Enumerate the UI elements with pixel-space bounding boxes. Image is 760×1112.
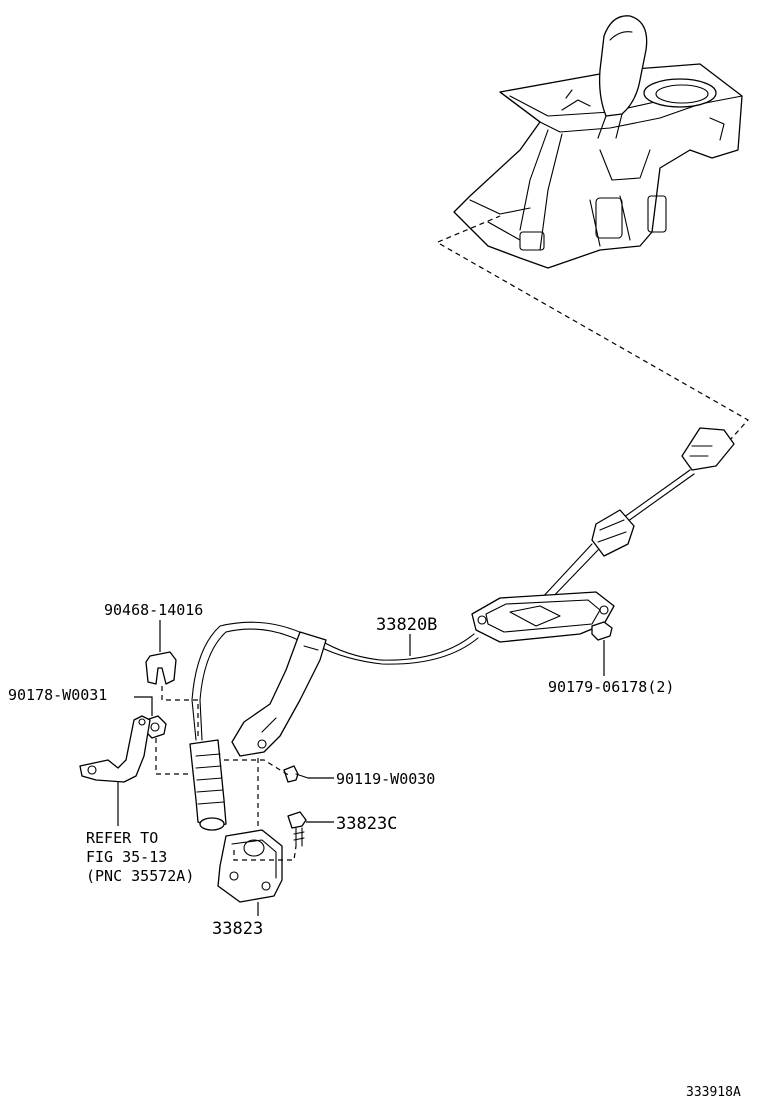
bolt-33823C bbox=[287, 811, 307, 847]
support-bracket bbox=[79, 715, 151, 783]
leader-lines bbox=[117, 620, 605, 916]
refer-line-1: REFER TO bbox=[86, 829, 158, 847]
assembly-lines bbox=[155, 686, 297, 861]
label-90468-14016: 90468-14016 bbox=[104, 601, 203, 619]
clip-90468-14016 bbox=[145, 651, 177, 685]
connection-line bbox=[437, 215, 501, 243]
transmission-cable bbox=[189, 621, 479, 831]
label-90179-06178: 90179-06178(2) bbox=[548, 678, 674, 696]
label-33823: 33823 bbox=[212, 919, 263, 939]
label-33820B: 33820B bbox=[376, 615, 437, 635]
shift-lever-assembly bbox=[453, 15, 743, 269]
refer-line-3: (PNC 35572A) bbox=[86, 867, 194, 885]
refer-line-2: FIG 35-13 bbox=[86, 848, 167, 866]
connection-line bbox=[439, 243, 749, 441]
nut-90179-06178 bbox=[591, 621, 613, 641]
mounting-bracket-33823 bbox=[217, 829, 283, 903]
label-90119-W0030: 90119-W0030 bbox=[336, 770, 435, 788]
cable-lever-end bbox=[539, 427, 735, 605]
label-90178-W0031: 90178-W0031 bbox=[8, 686, 107, 704]
bolt-90119-W0030 bbox=[283, 765, 309, 783]
figure-id: 333918A bbox=[686, 1085, 741, 1100]
label-33823C: 33823C bbox=[336, 814, 397, 834]
